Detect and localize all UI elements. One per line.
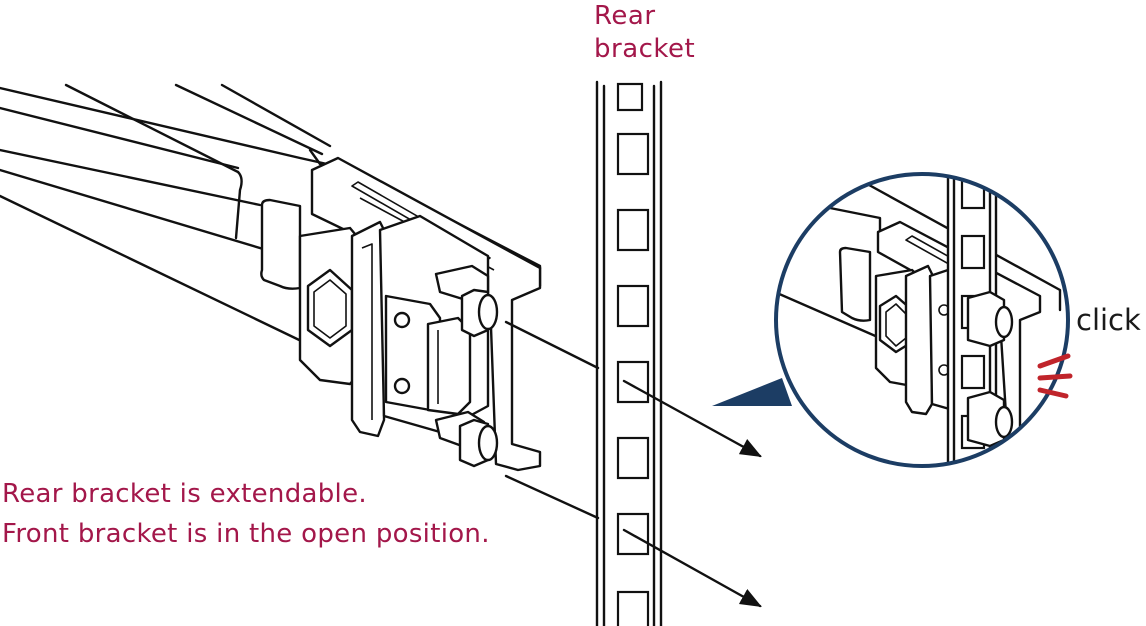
front-bracket-assembly [260, 156, 542, 472]
rear-bracket-title-line-2: bracket [594, 33, 696, 64]
caption-line-2: Front bracket is in the open position. [2, 519, 490, 549]
rear-bracket-title-line-1: Rear [594, 1, 656, 31]
magnifier-pointer [712, 378, 792, 406]
insertion-arrows [504, 320, 762, 608]
magnifier-circle [774, 172, 1070, 468]
click-label: click [1076, 303, 1141, 337]
click-marks [1037, 353, 1073, 399]
magnified-detail [712, 172, 1073, 468]
rear-bracket-title: Rear bracket [594, 0, 695, 65]
rack-post [595, 80, 663, 626]
caption-line-1: Rear bracket is extendable. [2, 479, 367, 509]
